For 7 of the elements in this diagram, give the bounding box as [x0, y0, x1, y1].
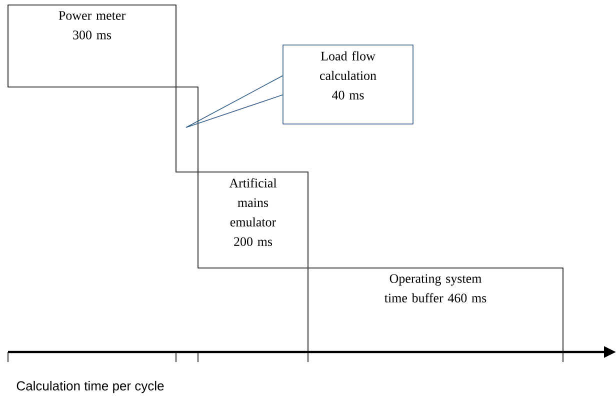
- callout-box: Load flow calculation 40 ms: [282, 44, 414, 124]
- timing-box: Artificial mains emulator 200 ms: [198, 172, 308, 268]
- timing-box: [176, 86, 198, 172]
- axis-label: Calculation time per cycle: [16, 380, 164, 394]
- timing-box: Operating system time buffer 460 ms: [308, 268, 564, 352]
- timing-box: Power meter 300 ms: [8, 4, 176, 88]
- leader-line: [186, 75, 283, 128]
